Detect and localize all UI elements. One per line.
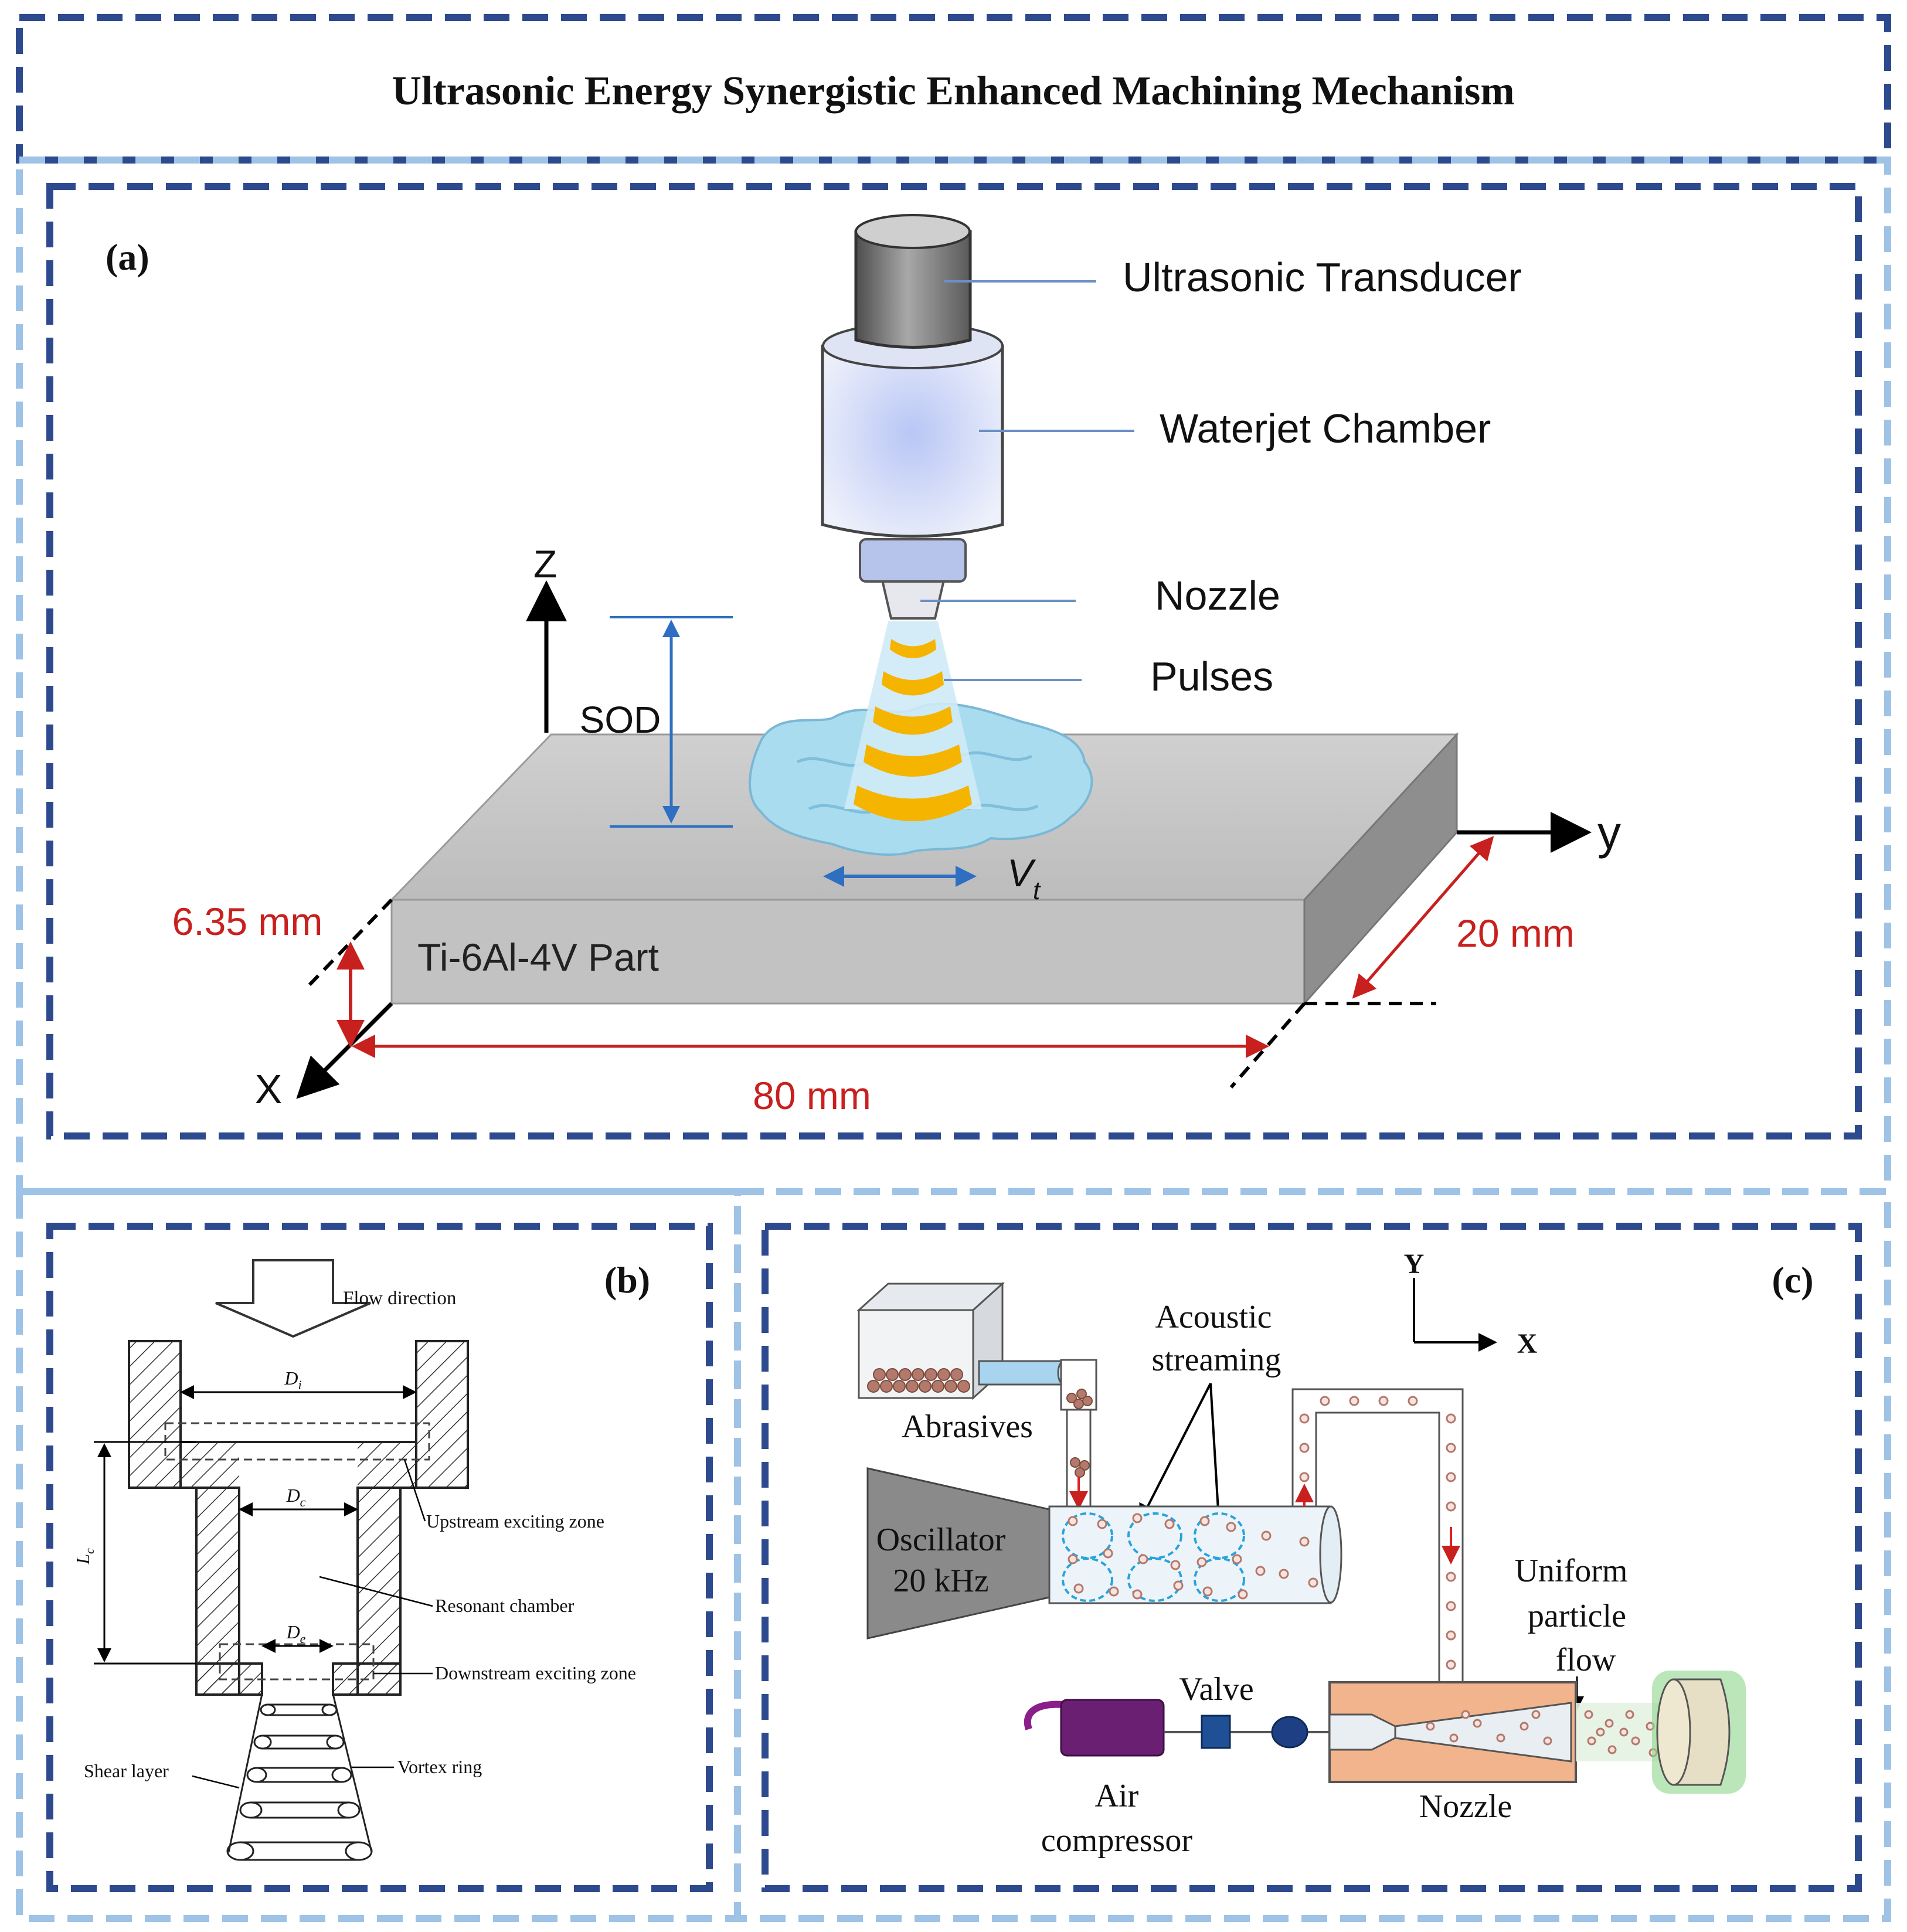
c-nozzle-taper [1394, 1702, 1572, 1763]
dim-width: 20 mm [1456, 911, 1575, 955]
wall-lower-left [195, 1487, 240, 1696]
stream-particles [1584, 1710, 1658, 1757]
c-x-label: X [1517, 1328, 1538, 1359]
workpiece-face [1656, 1678, 1691, 1786]
panel-c: (c) Y X Abrasives Acoustic streaming [856, 1249, 1814, 1859]
feed-tube [978, 1360, 1065, 1386]
nozzle-label: Nozzle [1155, 573, 1280, 618]
figure-title: Ultrasonic Energy Synergistic Enhanced M… [392, 69, 1514, 114]
wall-upper-right [415, 1340, 469, 1489]
regulator [1271, 1716, 1308, 1749]
ultrasonic-transducer [854, 230, 972, 349]
wall-mid-left [181, 1442, 239, 1488]
dim-thickness: 6.35 mm [172, 900, 323, 943]
abrasives-label: Abrasives [902, 1409, 1033, 1445]
uniform-label-3: flow [1556, 1642, 1616, 1678]
feed-particles [1066, 1389, 1093, 1478]
panel-c-outer-frame [734, 1188, 1891, 1922]
pulse-ring [864, 744, 962, 777]
valve-label: Valve [1179, 1671, 1254, 1707]
air-hose [1024, 1700, 1065, 1730]
nozzle-particles [1426, 1710, 1552, 1746]
panel-a-label: (a) [106, 236, 149, 278]
resonant-label: Resonant chamber [435, 1595, 575, 1616]
y-axis-label: y [1597, 807, 1621, 859]
upstream-label: Upstream exciting zone [426, 1511, 604, 1532]
feed-label: Vt [1007, 851, 1041, 905]
oscillator-label-2: 20 kHz [893, 1563, 988, 1599]
flow-direction-arrow [215, 1259, 371, 1338]
resonant-leader [319, 1576, 433, 1607]
upstream-leader [403, 1459, 426, 1522]
chamber-label: Waterjet Chamber [1160, 406, 1491, 451]
dim-ext-right-bottom [1229, 1002, 1306, 1089]
shear-label: Shear layer [84, 1760, 169, 1781]
part-label: Ti-6Al-4V Part [417, 936, 659, 979]
vortex-label: Vortex ring [397, 1756, 482, 1777]
oscillator-label-1: Oscillator [876, 1522, 1006, 1558]
valve [1201, 1715, 1231, 1749]
acoustic-streaming-loops [1062, 1512, 1245, 1602]
mixing-tube-end [1319, 1505, 1342, 1604]
z-axis-label: Z [533, 542, 557, 586]
transducer-label: Ultrasonic Transducer [1123, 254, 1522, 300]
dim-length: 80 mm [753, 1074, 871, 1117]
uniform-label-2: particle [1528, 1598, 1626, 1634]
mixing-particles [1068, 1513, 1318, 1600]
pulse-ring [854, 785, 972, 821]
dim-width-arrow [1352, 836, 1494, 999]
downstream-zone-box [219, 1643, 375, 1681]
downstream-label: Downstream exciting zone [435, 1662, 636, 1683]
panel-a-frame [46, 183, 1862, 1140]
c-nozzle-label: Nozzle [1419, 1788, 1512, 1825]
panel-c-label: (c) [1772, 1259, 1813, 1301]
acoustic-label-2: streaming [1152, 1342, 1281, 1378]
c-y-label: Y [1404, 1249, 1425, 1280]
return-particles [1299, 1396, 1456, 1670]
lc-label: Lc [72, 1548, 97, 1565]
vortex-links [227, 1693, 373, 1861]
abrasive-particles [867, 1368, 970, 1393]
acoustic-label-1: Acoustic [1155, 1299, 1272, 1335]
air-label-2: compressor [1041, 1822, 1193, 1859]
wall-upper-left [128, 1340, 182, 1489]
panel-b-frame [46, 1223, 713, 1892]
di-label: Di [284, 1368, 301, 1392]
pulse-ring [882, 671, 944, 696]
nozzle-tip [881, 579, 946, 620]
transducer-top [855, 214, 971, 249]
pulses-label: Pulses [1150, 654, 1273, 699]
acoustic-pointer [1209, 1383, 1228, 1532]
chamber-collar [859, 538, 967, 583]
panel-b: (b) Flow direction Di Dc De Lc Upstream [72, 1259, 650, 1861]
panel-b-outer-frame [16, 1188, 741, 1922]
wall-lower-right [356, 1487, 402, 1696]
mixing-tube [1048, 1505, 1332, 1604]
de-label: De [286, 1621, 306, 1646]
dc-label: Dc [286, 1485, 306, 1509]
return-pipe-inner [1315, 1411, 1440, 1709]
pulse-ring [873, 706, 953, 735]
x-axis-label: X [255, 1066, 283, 1112]
water-ripple [796, 751, 1039, 814]
sod-label: SOD [580, 699, 661, 741]
air-compressor [1060, 1699, 1165, 1757]
return-pipe-outer [1291, 1388, 1464, 1709]
panel-b-label: (b) [604, 1259, 650, 1301]
acoustic-pointer [1139, 1383, 1212, 1523]
panel-c-frame [762, 1223, 1862, 1892]
uniform-label-1: Uniform [1515, 1553, 1628, 1589]
wall-mid-right [358, 1442, 416, 1488]
shear-leader [192, 1775, 240, 1789]
air-label-1: Air [1095, 1778, 1139, 1814]
pulse-ring [890, 639, 936, 658]
flow-direction-label: Flow direction [343, 1288, 456, 1309]
panel-a: (a) Ti-6Al-4V Part Z y X 6.35 mm 80 mm 2… [106, 214, 1621, 1117]
